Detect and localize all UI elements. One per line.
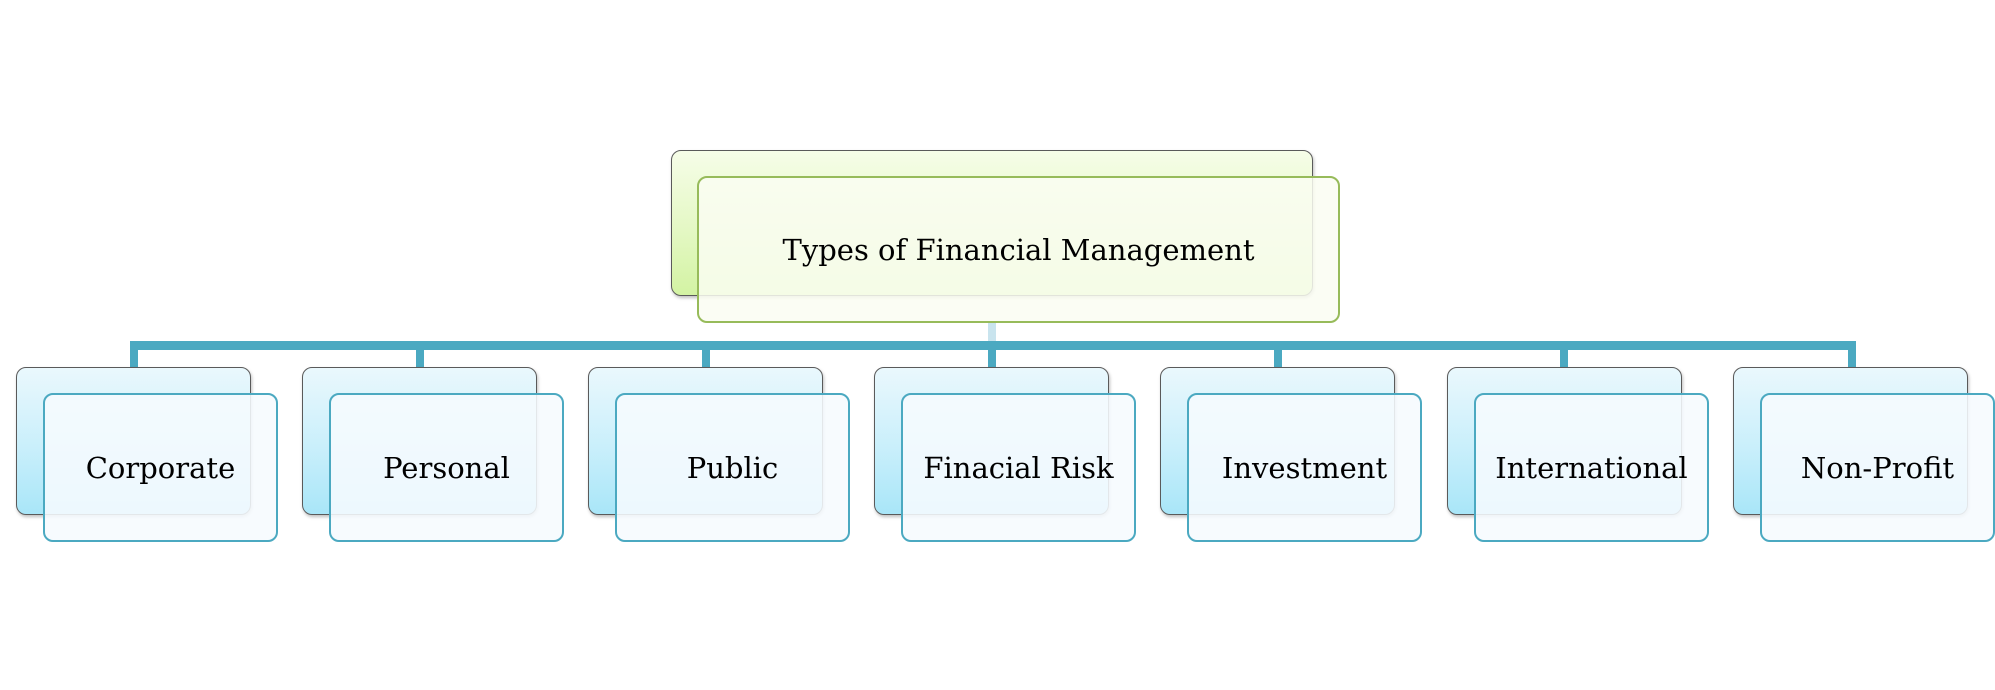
child-node-corporate: Corporate <box>16 367 280 542</box>
child-node-non-profit: Non-Profit <box>1733 367 1995 542</box>
child-node-label: International <box>1495 450 1688 485</box>
child-node-financial-risk: Finacial Risk <box>874 367 1138 542</box>
child-node-box: Public <box>615 393 850 542</box>
child-node-box: International <box>1474 393 1709 542</box>
child-node-box: Personal <box>329 393 564 542</box>
root-node-label: Types of Financial Management <box>782 232 1255 267</box>
connector-drop-international <box>1560 341 1568 367</box>
child-node-investment: Investment <box>1160 367 1424 542</box>
root-connector-stem <box>988 323 996 343</box>
child-node-label: Finacial Risk <box>923 450 1114 485</box>
child-node-label: Corporate <box>85 450 236 485</box>
connector-drop-personal <box>416 341 424 367</box>
child-node-label: Non-Profit <box>1800 450 1955 485</box>
child-node-box: Finacial Risk <box>901 393 1136 542</box>
connector-drop-investment <box>1274 341 1282 367</box>
child-node-label: Investment <box>1221 450 1388 485</box>
connector-drop-non-profit <box>1848 341 1856 367</box>
connector-drop-public <box>702 341 710 367</box>
child-node-box: Corporate <box>43 393 278 542</box>
connector-drop-corporate <box>130 341 138 367</box>
child-node-label: Public <box>686 450 779 485</box>
child-node-label: Personal <box>383 450 510 485</box>
child-node-international: International <box>1447 367 1711 542</box>
child-node-box: Investment <box>1187 393 1422 542</box>
child-node-personal: Personal <box>302 367 566 542</box>
child-node-box: Non-Profit <box>1760 393 1995 542</box>
connector-drop-financial-risk <box>988 341 996 367</box>
root-node: Types of Financial Management <box>697 176 1340 323</box>
child-node-public: Public <box>588 367 852 542</box>
